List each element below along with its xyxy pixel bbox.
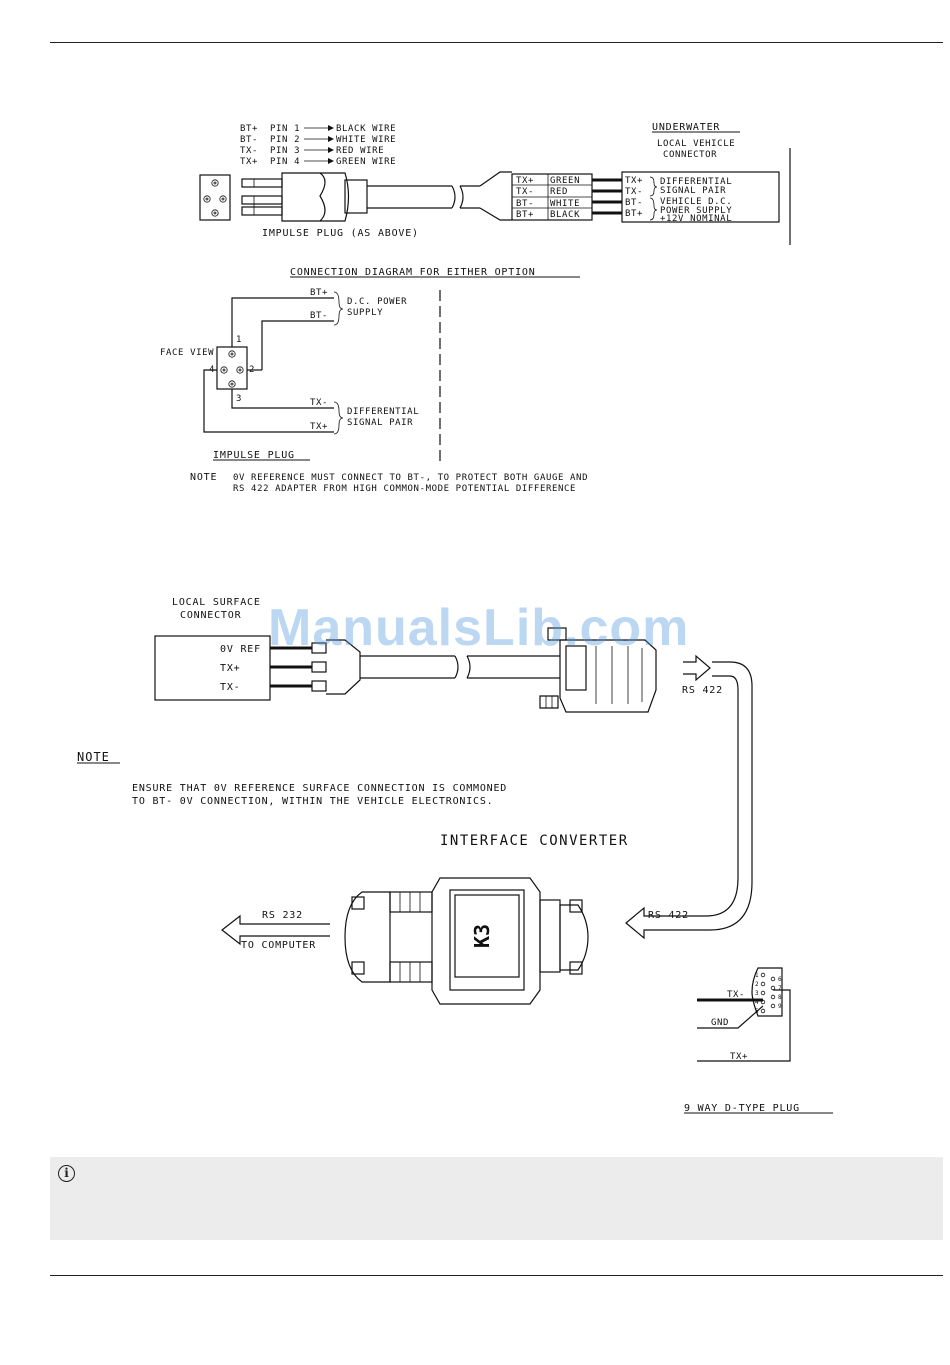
bottom-rule (50, 1275, 943, 1276)
pin-row: TX- PIN 3 RED WIRE (240, 146, 384, 156)
svg-text:RS 422 ADAPTER FROM HIGH COMMO: RS 422 ADAPTER FROM HIGH COMMON-MODE POT… (233, 484, 576, 494)
svg-text:GND: GND (711, 1018, 729, 1028)
svg-text:TO BT- 0V CONNECTION, WITHIN: TO BT- 0V CONNECTION, WITHIN THE VEHICLE… (132, 796, 494, 807)
svg-text:TX+: TX+ (310, 422, 328, 432)
svg-text:BT+: BT+ (310, 288, 328, 298)
svg-text:RED: RED (550, 187, 568, 197)
svg-text:RS 422: RS 422 (648, 910, 689, 921)
svg-text:9: 9 (778, 1003, 782, 1010)
svg-text:3: 3 (236, 394, 242, 404)
svg-text:RED WIRE: RED WIRE (336, 146, 384, 156)
svg-text:BT+: BT+ (625, 209, 643, 219)
svg-text:LOCAL VEHICLE: LOCAL VEHICLE (657, 139, 735, 149)
svg-text:TX-: TX- (516, 187, 534, 197)
svg-text:PIN 4: PIN 4 (270, 157, 300, 167)
connection-title: CONNECTION DIAGRAM FOR EITHER OPTION (290, 267, 536, 278)
connection-diagram: CONNECTION DIAGRAM FOR EITHER OPTION FAC… (160, 267, 588, 494)
svg-text:7: 7 (778, 985, 782, 992)
svg-text:TX-: TX- (220, 682, 240, 693)
impulse-plug-caption: IMPULSE PLUG (AS ABOVE) (262, 228, 419, 239)
svg-text:BLACK: BLACK (550, 210, 580, 220)
impulse-plug-drawing: IMPULSE PLUG (AS ABOVE) (199, 171, 512, 239)
svg-text:PIN 2: PIN 2 (270, 135, 300, 145)
pin-row: TX+ PIN 4 GREEN WIRE (240, 157, 396, 167)
svg-text:TX+: TX+ (625, 176, 643, 186)
svg-text:6: 6 (778, 976, 782, 983)
svg-text:0V REFERENCE MUST CONNECT TO B: 0V REFERENCE MUST CONNECT TO BT-, TO PRO… (233, 473, 588, 483)
dtype-plug: 1 2 3 4 5 6 7 8 9 TX- GND TX+ 9 WAY D-TY… (684, 967, 833, 1114)
svg-text:BT+: BT+ (240, 124, 258, 134)
svg-text:CONNECTOR: CONNECTOR (663, 150, 717, 160)
svg-text:WHITE: WHITE (550, 199, 580, 209)
svg-text:NOTE: NOTE (77, 750, 110, 764)
svg-text:RS 232: RS 232 (262, 910, 303, 921)
watermark: ManualsLib.com (268, 599, 690, 657)
dtype-caption: 9 WAY D-TYPE PLUG (684, 1103, 800, 1114)
svg-text:BLACK WIRE: BLACK WIRE (336, 124, 396, 134)
svg-text:RS 422: RS 422 (682, 685, 723, 696)
svg-text:+12V NOMINAL: +12V NOMINAL (660, 214, 732, 224)
svg-text:TO COMPUTER: TO COMPUTER (241, 940, 316, 951)
svg-text:POWER SUPPLY: POWER SUPPLY (660, 206, 732, 216)
pin-list: BT+ PIN 1 BLACK WIRE BT- PIN 2 WHITE WIR… (240, 124, 396, 167)
svg-text:BT-: BT- (516, 199, 534, 209)
surface-note: NOTE ENSURE THAT 0V REFERENCE SURFACE CO… (77, 750, 507, 807)
svg-text:PIN 3: PIN 3 (270, 146, 300, 156)
svg-text:4: 4 (755, 999, 759, 1006)
rs422-cable (650, 661, 753, 931)
svg-text:BT-: BT- (240, 135, 258, 145)
surface-connector: LOCAL SURFACE CONNECTOR 0V REF TX+ TX- R… (154, 597, 723, 713)
svg-text:WHITE WIRE: WHITE WIRE (336, 135, 396, 145)
pin-row: BT+ PIN 1 BLACK WIRE (240, 124, 396, 134)
svg-text:BT-: BT- (625, 198, 643, 208)
interface-converter: INTERFACE CONVERTER K3 RS 232 TO COMPUTE… (221, 833, 689, 1005)
svg-text:3: 3 (755, 990, 759, 997)
info-icon: i (58, 1165, 75, 1182)
pin-row: BT- PIN 2 WHITE WIRE (240, 135, 396, 145)
svg-text:FACE VIEW: FACE VIEW (160, 348, 214, 358)
svg-text:BT+: BT+ (516, 210, 534, 220)
svg-text:GREEN WIRE: GREEN WIRE (336, 157, 396, 167)
svg-text:GREEN: GREEN (550, 176, 580, 186)
svg-text:TX+: TX+ (730, 1052, 748, 1062)
brand-logo: K3 (470, 924, 494, 948)
svg-text:D.C. POWER: D.C. POWER (347, 297, 407, 307)
info-note-bar: i (50, 1157, 943, 1240)
svg-text:PIN 1: PIN 1 (270, 124, 300, 134)
svg-text:1: 1 (236, 335, 242, 345)
svg-text:DIFFERENTIAL: DIFFERENTIAL (660, 177, 732, 187)
svg-text:DIFFERENTIAL: DIFFERENTIAL (347, 407, 419, 417)
svg-text:SIGNAL PAIR: SIGNAL PAIR (347, 418, 413, 428)
svg-text:TX-: TX- (240, 146, 258, 156)
svg-text:VEHICLE D.C.: VEHICLE D.C. (660, 197, 732, 207)
svg-text:TX-: TX- (625, 187, 643, 197)
svg-text:0V REF: 0V REF (220, 644, 261, 655)
impulse-plug-label: IMPULSE PLUG (213, 450, 295, 461)
svg-text:SIGNAL PAIR: SIGNAL PAIR (660, 186, 726, 196)
svg-text:TX+: TX+ (240, 157, 258, 167)
underwater-connector: TX+ GREEN TX- RED BT- WHITE BT+ BLACK UN… (511, 122, 791, 245)
svg-text:TX-: TX- (310, 398, 328, 408)
svg-text:ENSURE THAT 0V REFERENCE SURFA: ENSURE THAT 0V REFERENCE SURFACE CONNECT… (132, 783, 507, 794)
underwater-title: UNDERWATER (652, 122, 720, 133)
top-rule (50, 42, 943, 43)
svg-text:2: 2 (755, 981, 759, 988)
svg-text:BT-: BT- (310, 311, 328, 321)
svg-text:1: 1 (755, 972, 759, 979)
svg-text:SUPPLY: SUPPLY (347, 308, 383, 318)
svg-text:LOCAL SURFACE: LOCAL SURFACE (172, 597, 261, 608)
svg-text:8: 8 (778, 994, 782, 1001)
svg-text:CONNECTOR: CONNECTOR (180, 610, 242, 621)
svg-text:TX-: TX- (727, 990, 745, 1000)
svg-text:NOTE: NOTE (190, 472, 217, 483)
svg-text:TX+: TX+ (220, 663, 240, 674)
svg-text:TX+: TX+ (516, 176, 534, 186)
converter-title: INTERFACE CONVERTER (440, 833, 629, 849)
